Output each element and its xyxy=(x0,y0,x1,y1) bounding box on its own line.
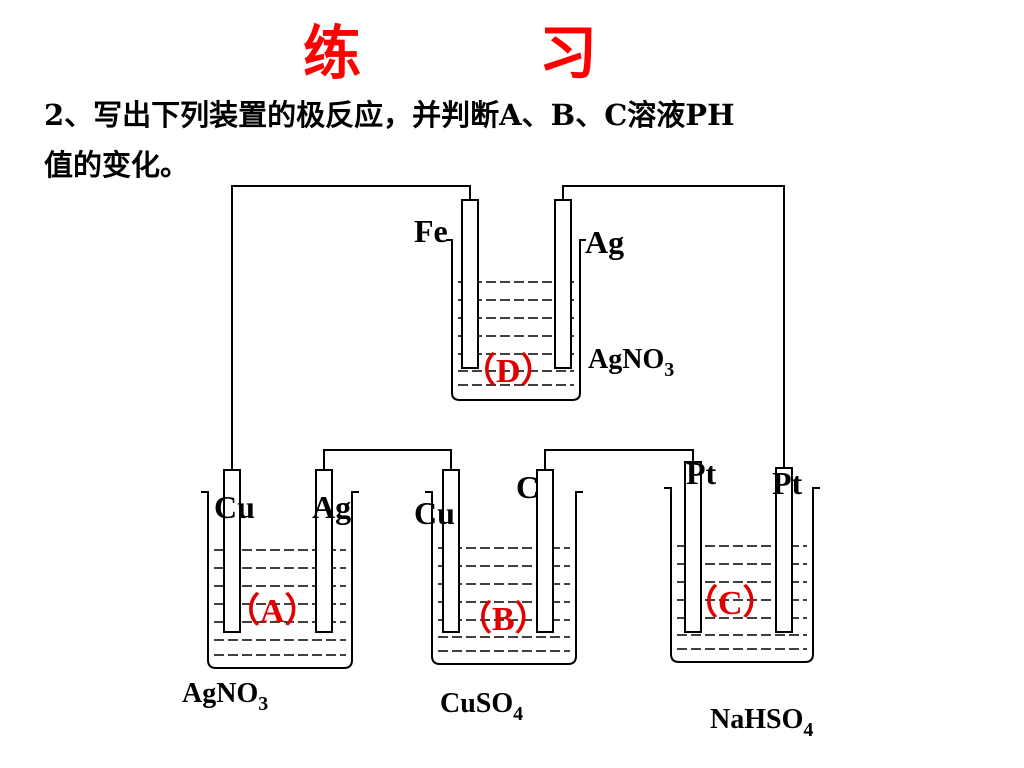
slide-title: 练 习 xyxy=(302,19,657,87)
electrode-ag-D xyxy=(554,199,572,369)
electrode-pt-right xyxy=(775,467,793,633)
solution-label-A: AgNO3 xyxy=(182,678,268,715)
question-line-2: 值的变化。 xyxy=(44,148,190,182)
solution-label-C: NaHSO4 xyxy=(710,704,813,741)
label-ag-A: Ag xyxy=(312,489,351,525)
label-fe: Fe xyxy=(414,213,448,249)
label-pt-right: Pt xyxy=(772,465,803,501)
cell-tag-B: （B） xyxy=(458,599,549,638)
solution-label-B: CuSO4 xyxy=(440,688,523,725)
cell-C-beaker xyxy=(664,461,820,663)
wire-ag-A-to-cu-B xyxy=(323,449,452,472)
label-pt-left: Pt xyxy=(686,455,717,491)
electrode-fe xyxy=(461,199,479,369)
electrode-pt-left xyxy=(684,461,702,633)
cell-tag-A: （A） xyxy=(226,591,319,630)
question-line-1: 2、写出下列装置的极反应，并判断A、B、C溶液PH xyxy=(44,98,735,132)
cell-B-beaker xyxy=(425,469,583,665)
label-c-B: C xyxy=(516,469,539,505)
cell-tag-D: （D） xyxy=(462,351,555,390)
cell-A-beaker xyxy=(201,469,359,669)
electrode-c-B xyxy=(536,469,554,633)
wire-c-B-to-pt-C xyxy=(544,449,694,470)
circuit-wires xyxy=(231,185,785,472)
cell-D-beaker xyxy=(446,199,586,401)
electrode-ag-A xyxy=(315,469,333,633)
cell-tag-C: （C） xyxy=(684,583,777,622)
question-text: 2、写出下列装置的极反应，并判断A、B、C溶液PH 值的变化。 xyxy=(44,90,1004,190)
electrode-cu-B xyxy=(442,469,460,633)
solution-label-D: AgNO3 xyxy=(588,344,674,381)
label-cu-A: Cu xyxy=(214,489,255,525)
electrode-cu-A xyxy=(223,469,241,633)
label-ag-D: Ag xyxy=(585,224,624,260)
wire-fe-to-cu-A xyxy=(231,185,471,472)
wire-ag-D-to-pt-C xyxy=(562,185,785,468)
label-cu-B: Cu xyxy=(414,495,455,531)
